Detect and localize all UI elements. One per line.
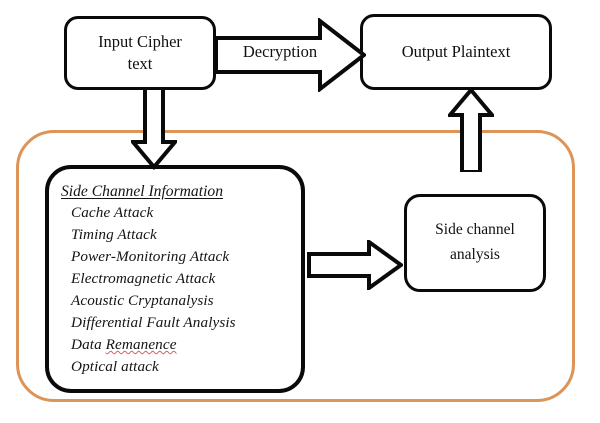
side-channel-information-heading-wrap: Side Channel Information bbox=[49, 183, 301, 202]
cipher-to-information-arrow bbox=[128, 86, 180, 171]
side-channel-analysis-node: Side channel analysis bbox=[404, 194, 546, 292]
input-cipher-line1: Input Cipher bbox=[98, 31, 182, 51]
item-text: Differential Fault Analysis bbox=[71, 314, 236, 332]
item-text: Optical attack bbox=[71, 358, 159, 376]
item-text: Power-Monitoring Attack bbox=[71, 248, 230, 266]
decryption-arrow bbox=[214, 16, 368, 94]
input-cipher-text-node: Input Cipher text bbox=[64, 16, 216, 90]
output-plaintext-node: Output Plaintext bbox=[360, 14, 552, 90]
side-channel-information-item: Cache Attack bbox=[71, 202, 301, 224]
side-channel-information-heading: Side Channel Information bbox=[61, 183, 223, 200]
output-plaintext-label: Output Plaintext bbox=[401, 42, 511, 61]
item-text: Data bbox=[71, 336, 106, 354]
information-to-analysis-arrow bbox=[307, 238, 405, 292]
side-channel-analysis-line1: Side channel bbox=[435, 221, 515, 239]
side-channel-information-item: Acoustic Cryptanalysis bbox=[71, 290, 301, 312]
side-channel-information-item: Power-Monitoring Attack bbox=[71, 246, 301, 268]
side-channel-information-item: Electromagnetic Attack bbox=[71, 268, 301, 290]
side-channel-information-item: Data Remanence bbox=[71, 334, 301, 356]
item-text: Cache Attack bbox=[71, 204, 154, 221]
misspelled-word: Remanence bbox=[105, 336, 177, 354]
item-text: Electromagnetic Attack bbox=[71, 270, 216, 288]
input-cipher-line2: text bbox=[127, 54, 153, 73]
side-channel-group-container bbox=[16, 130, 575, 402]
side-channel-information-item: Timing Attack bbox=[71, 224, 301, 246]
item-text: Acoustic Cryptanalysis bbox=[71, 292, 214, 310]
analysis-to-output-arrow bbox=[445, 86, 497, 174]
side-channel-information-item: Differential Fault Analysis bbox=[71, 312, 301, 334]
side-channel-information-item: Optical attack bbox=[71, 356, 301, 378]
decryption-arrow-label: Decryption bbox=[242, 42, 318, 61]
item-text: Timing Attack bbox=[71, 226, 157, 244]
side-channel-analysis-line2: analysis bbox=[450, 246, 500, 263]
